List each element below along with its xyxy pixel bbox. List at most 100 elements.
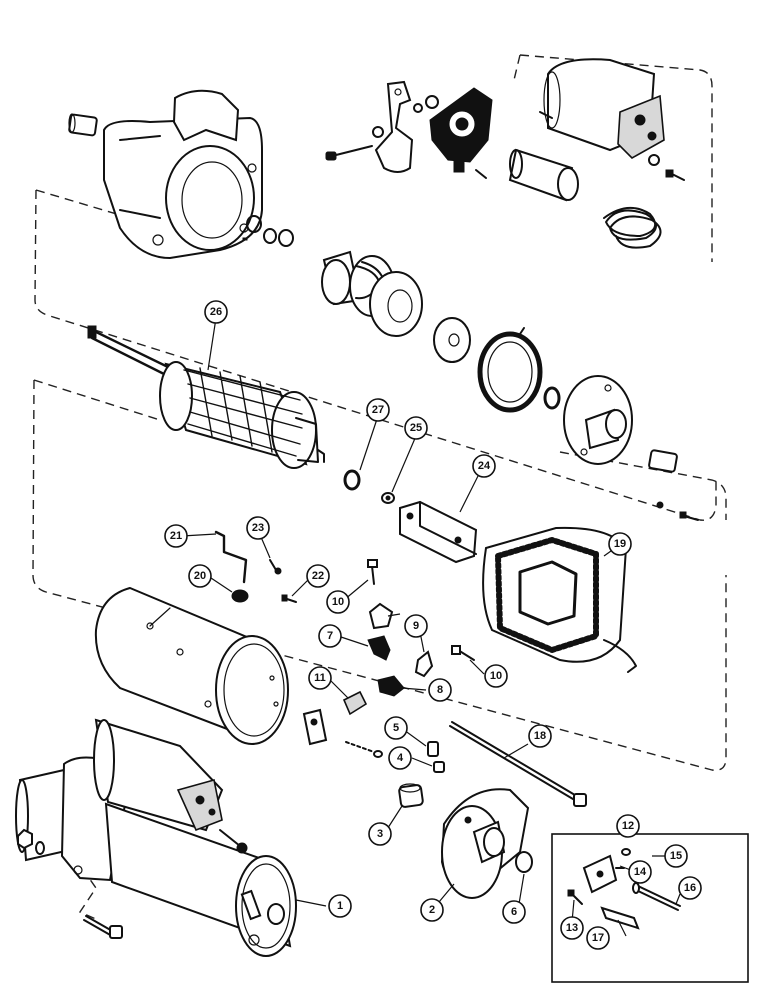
bushing-3: [398, 783, 424, 808]
callout-21: 21: [164, 524, 188, 548]
svg-text:20: 20: [194, 570, 206, 582]
part-9-upper: [368, 602, 394, 630]
svg-text:18: 18: [534, 730, 546, 742]
seal-ring: [543, 386, 561, 410]
svg-text:17: 17: [592, 932, 604, 944]
svg-text:25: 25: [410, 422, 422, 434]
nut-washer-set: [17, 828, 45, 855]
callout-10-mid: 10: [484, 664, 508, 688]
callout-18: 18: [528, 724, 552, 748]
bushing-right: [648, 449, 699, 521]
screw-10-mid: [451, 645, 475, 661]
terminal-screw-5: [427, 741, 439, 757]
nut-4: [433, 761, 445, 773]
callout-26: 26: [204, 300, 228, 324]
return-spring: [603, 207, 662, 249]
drive-housing: [103, 89, 263, 260]
svg-text:11: 11: [314, 672, 326, 684]
bolt-dashed-path: [78, 867, 99, 921]
svg-text:15: 15: [670, 850, 682, 862]
svg-text:16: 16: [684, 882, 696, 894]
plunger: [508, 148, 579, 202]
mounting-bolt: [83, 915, 123, 939]
screw-23: [269, 559, 282, 575]
callout-6: 6: [502, 900, 526, 924]
svg-text:5: 5: [393, 722, 399, 734]
svg-text:3: 3: [377, 828, 383, 840]
gasket: [477, 327, 543, 413]
svg-text:9: 9: [413, 620, 419, 632]
svg-text:13: 13: [566, 922, 578, 934]
small-rings: [242, 215, 294, 247]
clip-11: [342, 690, 368, 716]
insulator: [345, 741, 383, 758]
callout-27: 27: [366, 398, 390, 422]
svg-text:6: 6: [511, 906, 517, 918]
bushing: [68, 113, 98, 137]
callout-2: 2: [420, 898, 444, 922]
drive-clutch: [321, 250, 423, 337]
lever-plate: [429, 87, 493, 179]
callout-5: 5: [384, 716, 408, 740]
callout-19: 19: [608, 532, 632, 556]
plug-20: [231, 589, 249, 603]
callout-9: 9: [404, 614, 428, 638]
terminal-plate: [302, 708, 328, 746]
svg-text:14: 14: [634, 866, 647, 878]
callout-1: 1: [328, 894, 352, 918]
svg-text:24: 24: [478, 460, 491, 472]
callout-13: 13: [560, 916, 584, 940]
screw-25: [381, 492, 395, 504]
callout-25: 25: [404, 416, 428, 440]
armature-washer: [343, 469, 361, 491]
part-9-lower: [414, 650, 434, 678]
callout-7: 7: [318, 624, 342, 648]
brush-8: [377, 675, 405, 697]
svg-text:1: 1: [337, 900, 343, 912]
solenoid: [539, 58, 685, 181]
svg-text:23: 23: [252, 522, 264, 534]
through-bolt: [449, 721, 587, 807]
commutator-end-frame: [440, 788, 530, 899]
bracket-21: [214, 530, 248, 584]
brush-holder-block: [399, 500, 478, 564]
callout-23: 23: [246, 516, 270, 540]
svg-text:10: 10: [490, 670, 502, 682]
callout-17: 17: [586, 926, 610, 950]
callout-16: 16: [678, 876, 702, 900]
screw-10-top: [367, 559, 378, 585]
callout-12: 12: [616, 814, 640, 838]
svg-text:2: 2: [429, 904, 435, 916]
callout-22: 22: [306, 564, 330, 588]
svg-text:19: 19: [614, 538, 626, 550]
callout-8: 8: [428, 678, 452, 702]
armature: [87, 325, 325, 469]
terminal-kit-inset: [551, 833, 749, 983]
svg-text:21: 21: [170, 530, 182, 542]
callout-3: 3: [368, 822, 392, 846]
field-frame: [94, 586, 289, 745]
brush-7: [367, 635, 391, 661]
end-plate: [563, 375, 633, 465]
svg-text:22: 22: [312, 570, 324, 582]
svg-text:12: 12: [622, 820, 634, 832]
shift-lever: [325, 80, 439, 173]
svg-text:27: 27: [372, 404, 384, 416]
callout-20: 20: [188, 564, 212, 588]
assembled-starter: [15, 718, 297, 957]
callout-4: 4: [388, 746, 412, 770]
callout-24: 24: [472, 454, 496, 478]
field-coil: [482, 526, 637, 673]
callout-15: 15: [664, 844, 688, 868]
thrust-washer: [433, 317, 471, 363]
screw-22: [281, 594, 297, 603]
svg-text:10: 10: [332, 596, 344, 608]
plug-6: [515, 851, 533, 873]
svg-text:26: 26: [210, 306, 222, 318]
svg-text:4: 4: [397, 752, 404, 764]
svg-text:7: 7: [327, 630, 333, 642]
callout-14: 14: [628, 860, 652, 884]
svg-text:8: 8: [437, 684, 443, 696]
callout-10-top: 10: [326, 590, 350, 614]
